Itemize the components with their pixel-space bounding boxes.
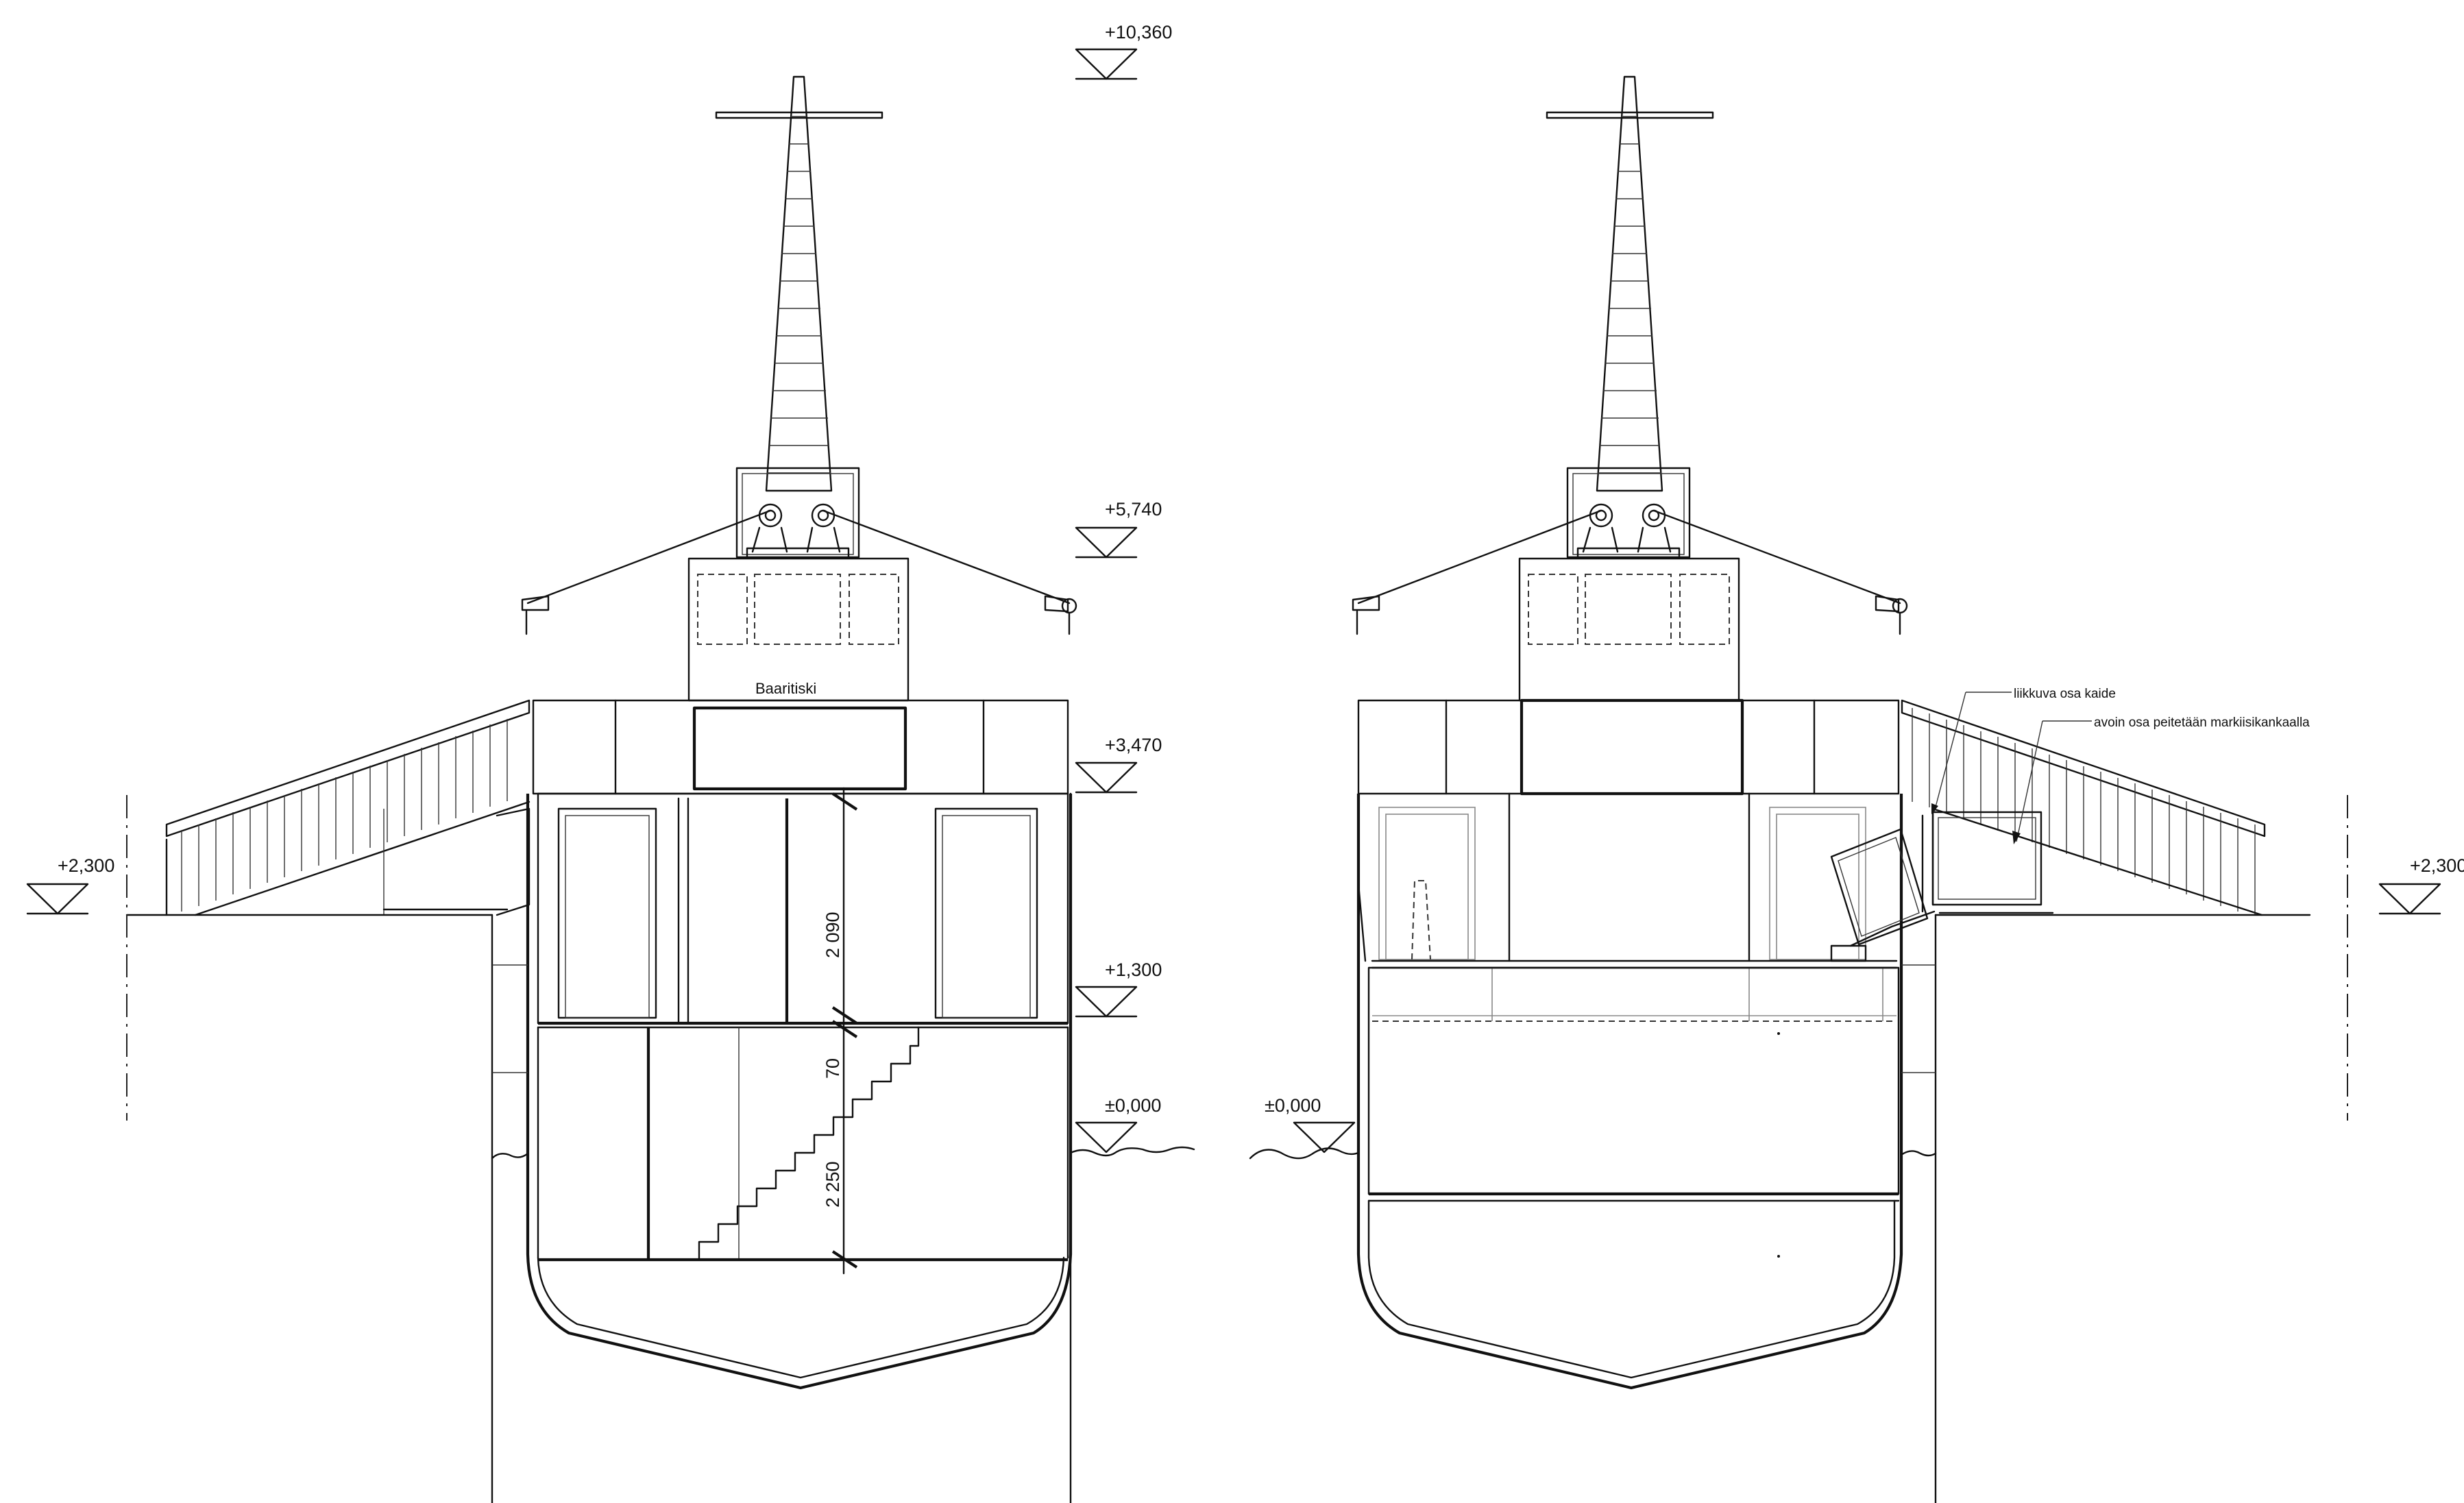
right-elevation [1249,75,1937,1503]
gangway-right [1293,699,2441,1153]
dimension-chain [831,787,858,1275]
annotation-leaders [1931,692,2092,844]
level-top-label: +10,360 [1105,22,1172,42]
dimension-70: 70 [822,1058,843,1079]
bar-counter-label: Baaritiski [755,680,816,697]
level-water-label-right: ±0,000 [1265,1095,1321,1116]
dimension-2250: 2 250 [822,1161,843,1208]
open-part-note: avoin osa peitetään markiisikankaalla [2094,716,2310,730]
dimension-labels: 2 090 70 2 250 [822,912,843,1208]
dimension-2090: 2 090 [822,912,843,958]
level-deck-label: +3,470 [1105,735,1162,755]
level-water-label-left: ±0,000 [1105,1095,1161,1116]
level-quay-label-left: +2,300 [58,855,114,876]
level-markers-left [26,48,1138,1153]
moving-railing-note: liikkuva osa kaide [2014,687,2116,701]
level-labels: +10,360 +5,740 +3,470 +1,300 ±0,000 ±0,0… [58,22,2464,1116]
level-floor-label: +1,300 [1105,960,1162,980]
left-elevation [26,48,1195,1503]
level-upper-label: +5,740 [1105,499,1162,520]
level-quay-label-right: +2,300 [2410,855,2464,876]
